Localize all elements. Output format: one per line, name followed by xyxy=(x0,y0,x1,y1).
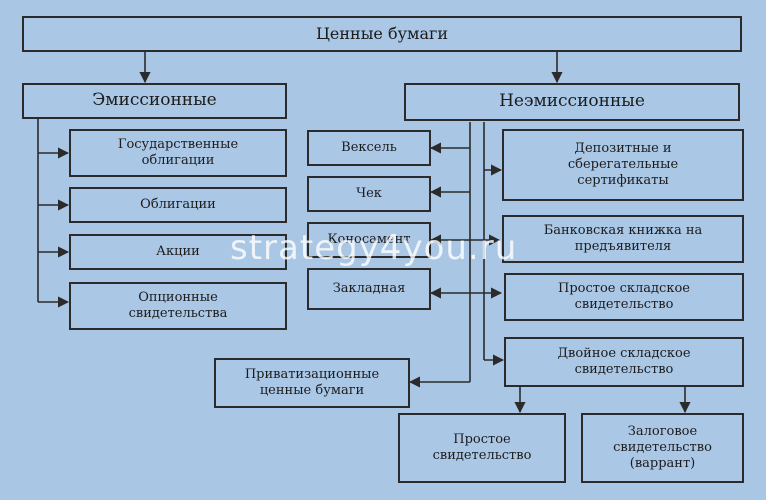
nonemission-item-konosament: Коносамент xyxy=(307,222,431,258)
emission-label: Эмиссионные xyxy=(92,90,217,111)
emission-item-gov-bonds: Государственные облигации xyxy=(69,129,287,177)
nonemission-item-deposit: Депозитные и сберегательные сертификаты xyxy=(502,129,744,201)
nonemission-item-label: Депозитные и сберегательные сертификаты xyxy=(567,140,679,189)
privatization-box: Приватизационные ценные бумаги xyxy=(214,358,410,408)
emission-item-options: Опционные свидетельства xyxy=(69,282,287,330)
emission-item-shares: Акции xyxy=(69,234,287,270)
nonemission-item-zakladnaya: Закладная xyxy=(307,268,431,310)
simple-certificate-box: Простое свидетельство xyxy=(398,413,566,483)
nonemission-item-simple-warehouse: Простое складское свидетельство xyxy=(504,273,744,321)
nonemission-item-label: Простое складское свидетельство xyxy=(558,280,690,312)
nonemission-label: Неэмиссионные xyxy=(499,91,645,112)
emission-item-bonds: Облигации xyxy=(69,187,287,223)
nonemission-box: Неэмиссионные xyxy=(404,83,740,121)
emission-item-label: Опционные свидетельства xyxy=(128,289,228,321)
emission-box: Эмиссионные xyxy=(22,83,287,119)
nonemission-item-chek: Чек xyxy=(307,176,431,212)
nonemission-item-label: Закладная xyxy=(332,280,406,296)
nonemission-item-veksel: Вексель xyxy=(307,130,431,166)
nonemission-item-label: Вексель xyxy=(341,139,397,155)
nonemission-item-label: Чек xyxy=(356,185,382,201)
nonemission-item-double-warehouse: Двойное складское свидетельство xyxy=(504,337,744,387)
privatization-label: Приватизационные ценные бумаги xyxy=(244,366,380,398)
nonemission-item-label: Двойное складское свидетельство xyxy=(557,345,691,377)
nonemission-item-bankbook: Банковская книжка на предъявителя xyxy=(502,215,744,263)
simple-certificate-label: Простое свидетельство xyxy=(432,431,532,463)
emission-item-label: Акции xyxy=(156,243,200,259)
emission-item-label: Облигации xyxy=(140,196,216,212)
warrant-box: Залоговое свидетельство (варрант) xyxy=(581,413,744,483)
warrant-label: Залоговое свидетельство (варрант) xyxy=(613,423,712,472)
root-label: Ценные бумаги xyxy=(315,24,449,43)
emission-item-label: Государственные облигации xyxy=(117,136,239,168)
nonemission-item-label: Коносамент xyxy=(327,231,411,247)
nonemission-item-label: Банковская книжка на предъявителя xyxy=(543,222,703,254)
root-box: Ценные бумаги xyxy=(22,16,742,52)
